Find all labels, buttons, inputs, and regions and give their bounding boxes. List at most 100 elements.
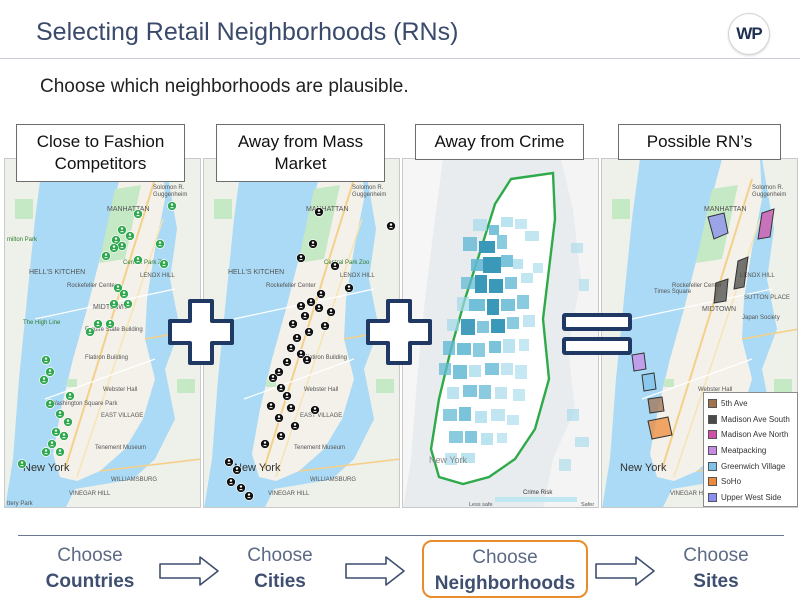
store-pin-icon (310, 405, 320, 415)
step-neighborhoods-label: Neighborhoods (434, 573, 576, 594)
map-label: Guggenheim (752, 192, 786, 198)
store-pin-icon (63, 417, 73, 427)
crime-cell (489, 225, 499, 235)
map-label: EAST VILLAGE (300, 413, 342, 419)
crime-cell (495, 387, 507, 399)
rn-region (647, 396, 665, 414)
equals-icon (562, 313, 632, 355)
store-pin-icon (45, 367, 55, 377)
map-label: HELL'S KITCHEN (29, 269, 85, 276)
rn-region (707, 212, 729, 240)
crime-cell (443, 409, 457, 421)
store-pin-icon (274, 413, 284, 423)
legend-swatch (708, 446, 717, 456)
store-pin-icon (314, 207, 324, 217)
store-pin-icon (41, 355, 51, 365)
crime-cell (447, 387, 459, 399)
store-pin-icon (288, 319, 298, 329)
map-label: Solomon R. (352, 185, 384, 191)
slide-title: Selecting Retail Neighborhoods (RNs) (36, 18, 459, 46)
store-pin-icon (344, 283, 354, 293)
process-divider (18, 535, 784, 536)
crime-risk-title: Crime Risk (523, 490, 553, 496)
map-label: Webster Hall (698, 387, 732, 393)
crime-cell (485, 363, 499, 375)
map-label: Japan Society (742, 315, 780, 321)
map-label: Washington Square Park (51, 401, 118, 407)
store-pin-icon (282, 357, 292, 367)
step-sites-top: Choose (683, 545, 749, 566)
step-cities[interactable]: Choose Cities (232, 543, 328, 599)
map-label: VINEGAR HILL (268, 491, 310, 497)
crime-cell (475, 275, 487, 293)
store-pin-icon (326, 307, 336, 317)
map-label: Tenement Museum (95, 445, 146, 451)
legend-item: Upper West Side (708, 490, 793, 506)
store-pin-icon (117, 225, 127, 235)
crime-cell (497, 235, 507, 249)
crime-heatmap: Crime Risk Less safe Safer New York (402, 158, 599, 508)
caption-crime: Away from Crime (415, 124, 584, 160)
crime-cell (459, 407, 471, 421)
store-pin-icon (17, 459, 27, 469)
crime-cell (483, 257, 501, 273)
crime-cell (533, 263, 543, 273)
store-pin-icon (47, 439, 57, 449)
store-pin-icon (167, 201, 177, 211)
legend-swatch (708, 461, 717, 471)
store-pin-icon (41, 447, 51, 457)
crime-cell (461, 277, 475, 289)
map-label: Rockefeller Center (67, 283, 117, 289)
legend-swatch (708, 430, 717, 440)
crime-cell (491, 319, 505, 333)
crime-cell (469, 299, 485, 311)
crime-cell (519, 339, 529, 351)
store-pin-icon (45, 399, 55, 409)
legend-item: Meatpacking (708, 443, 793, 459)
store-pin-icon (282, 391, 292, 401)
store-pin-icon (51, 427, 61, 437)
legend-item: SoHo (708, 474, 793, 490)
legend-swatch (708, 492, 717, 502)
map-label: HELL'S KITCHEN (228, 269, 284, 276)
crime-cell (515, 365, 527, 379)
store-pin-icon (226, 477, 236, 487)
crime-cell (445, 453, 457, 465)
store-pin-icon (65, 391, 75, 401)
step-countries[interactable]: Choose Countries (30, 543, 150, 599)
crime-cell (439, 363, 451, 375)
crime-cell (501, 363, 513, 375)
map-label: Central Park Zoo (324, 260, 370, 266)
legend-item: 5th Ave (708, 396, 793, 412)
crime-cell (461, 319, 475, 335)
map-label: LENOX HILL (340, 273, 375, 279)
step-neighborhoods[interactable]: Choose Neighborhoods (422, 540, 588, 598)
map-label: Solomon R. (153, 185, 185, 191)
crime-risk-more: Safer (581, 502, 594, 508)
crime-cell (457, 343, 471, 355)
crime-cell (521, 273, 533, 283)
step-sites[interactable]: Choose Sites (668, 543, 764, 599)
store-pin-icon (306, 297, 316, 307)
crime-cell (575, 437, 589, 447)
legend-label: Madison Ave North (721, 430, 789, 440)
store-pin-icon (276, 431, 286, 441)
arrow-right-icon (595, 556, 655, 586)
legend-label: Greenwich Village (721, 461, 786, 471)
map-label: New York (234, 462, 281, 474)
legend-item: Madison Ave North (708, 427, 793, 443)
legend-label: Meatpacking (721, 446, 767, 456)
legend-swatch (708, 399, 717, 409)
crime-cell (501, 255, 513, 267)
crime-cell (505, 277, 517, 289)
map-label: VINEGAR HILL (670, 491, 712, 497)
crime-cell (453, 365, 467, 379)
store-pin-icon (133, 255, 143, 265)
map-label: MIDTOWN (702, 306, 736, 313)
map-label: New York (620, 462, 667, 474)
map-label: milton Park (7, 237, 38, 243)
slide-subtitle: Choose which neighborhoods are plausible… (40, 76, 409, 97)
map-label: LENOX HILL (740, 273, 775, 279)
caption-possible: Possible RN’s (618, 124, 781, 160)
